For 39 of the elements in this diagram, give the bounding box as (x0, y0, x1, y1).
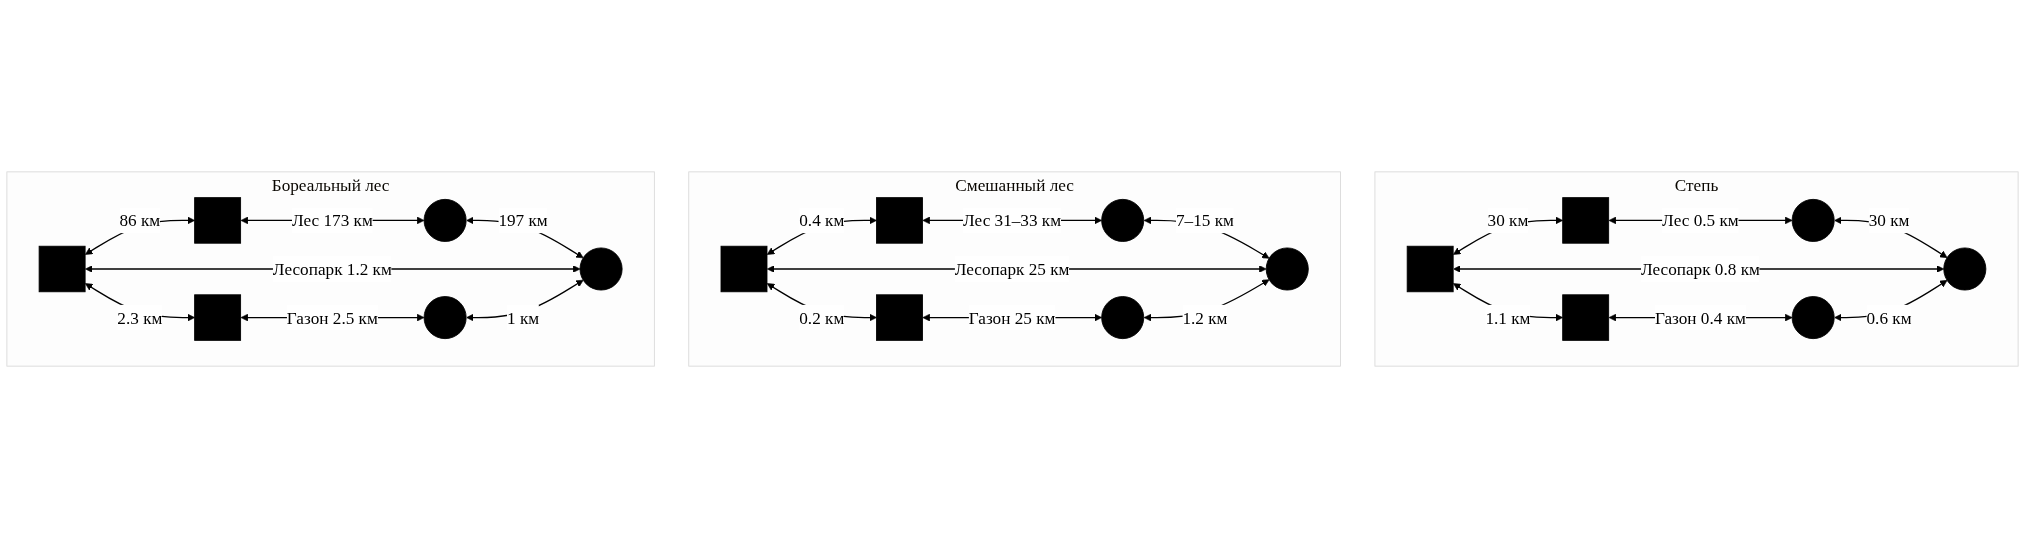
node-box (1406, 245, 1454, 293)
edge-label: 1 км (507, 308, 540, 328)
node-box (194, 294, 242, 341)
edge-label: Лес 173 км (291, 210, 373, 230)
edge-label: 0.6 км (1866, 308, 1912, 328)
edge-label: Газон 25 км (968, 308, 1056, 328)
edge-label: 1.2 км (1182, 308, 1228, 328)
node-circle (423, 296, 467, 340)
node-box (876, 197, 923, 244)
node-circle (1943, 247, 1987, 291)
edge-label: 1.1 км (1485, 308, 1531, 328)
edge-label: 2.3 км (117, 308, 163, 328)
node-box (1562, 197, 1610, 244)
edge-label: 86 км (119, 210, 161, 230)
node-box (194, 197, 242, 244)
node-circle (1791, 198, 1835, 242)
edge-label: Газон 0.4 км (1654, 308, 1746, 328)
edge-label: 0.4 км (799, 210, 845, 230)
node-circle (1791, 296, 1835, 340)
node-circle (1265, 247, 1309, 291)
edge-label: 197 км (498, 210, 548, 230)
edge-label: Лесопарк 1.2 км (272, 259, 392, 279)
node-box (1562, 294, 1610, 341)
node-box (720, 245, 768, 293)
node-circle (1101, 296, 1145, 340)
edge-label: Газон 2.5 км (286, 308, 378, 328)
edge-label: Лес 31–33 км (963, 210, 1062, 230)
edge-label: Лес 0.5 км (1662, 210, 1739, 230)
node-circle (1101, 198, 1145, 242)
node-circle (423, 198, 467, 242)
node-circle (579, 247, 623, 291)
edge-label: 30 км (1487, 210, 1529, 230)
edge-label: 0.2 км (799, 308, 845, 328)
edge-label: 30 км (1868, 210, 1910, 230)
edge-label: Лесопарк 25 км (954, 259, 1070, 279)
node-box (38, 245, 86, 293)
edge-label: Лесопарк 0.8 км (1640, 259, 1760, 279)
edge-label: 7–15 км (1176, 210, 1234, 230)
node-box (876, 294, 923, 341)
